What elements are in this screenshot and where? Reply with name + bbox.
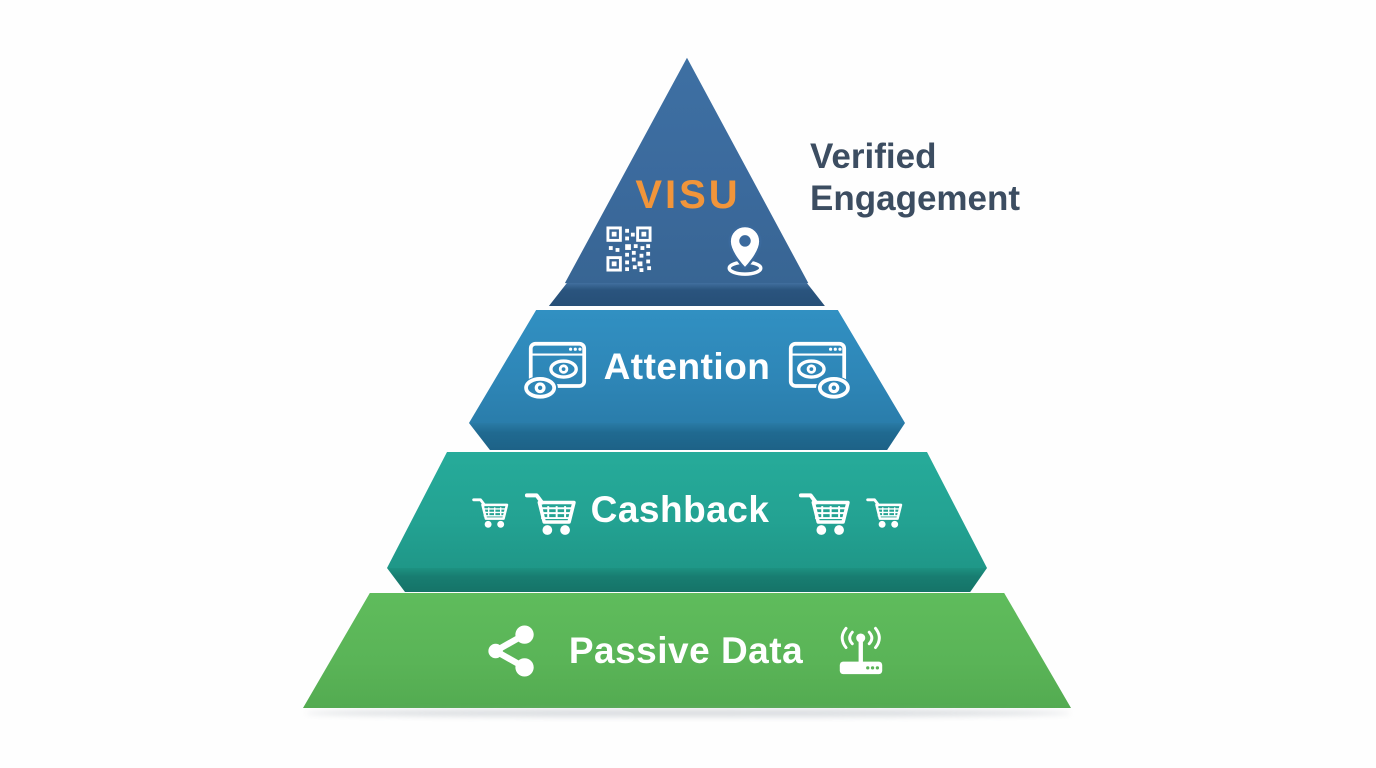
shopping-cart-icon-large-left [524, 492, 576, 535]
qr-code-icon [606, 226, 652, 272]
share-icon [488, 624, 534, 677]
browser-eye-icon-left [523, 341, 586, 400]
tier-cashback-face: Cashback [387, 452, 987, 568]
shopping-cart-icon-large-right [799, 492, 851, 535]
tier-attention-label: Attention [603, 345, 771, 387]
ground-shadow [305, 709, 1071, 717]
browser-eye-icon-right [789, 341, 851, 400]
tier-verified-engagement-side [548, 283, 825, 306]
brand-logo: VISU [635, 173, 741, 217]
tier-passive-data-label: Passive Data [568, 629, 804, 671]
tier-cashback-label: Cashback [590, 489, 770, 530]
tier-passive-data-face: Passive Data [303, 593, 1071, 708]
shopping-cart-icon-small-left [471, 497, 508, 528]
wifi-router-icon [839, 626, 883, 674]
tier-attention-side [469, 423, 905, 450]
location-pin-icon [727, 224, 763, 276]
tier-cashback-side [387, 568, 987, 592]
tier-attention-face: Attention [469, 310, 905, 423]
shopping-cart-icon-small-right [866, 497, 903, 528]
tier-verified-engagement-face: VISU [564, 57, 809, 284]
annotation-label: Verified Engagement [810, 137, 1021, 218]
